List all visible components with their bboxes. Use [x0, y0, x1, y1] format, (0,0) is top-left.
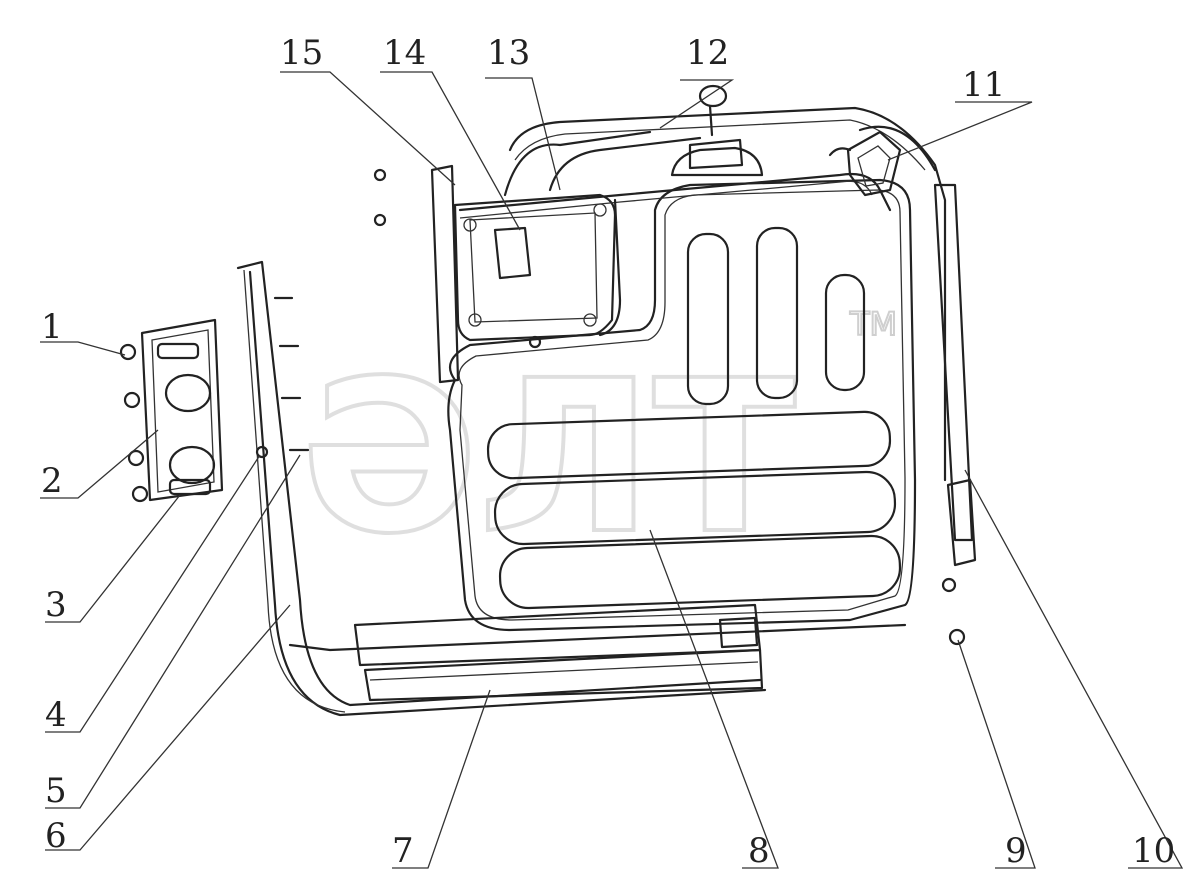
callout-6: 6 — [45, 816, 67, 856]
leader-lines — [40, 71, 1184, 869]
callout-11: 11 — [962, 65, 1005, 105]
callout-13: 13 — [487, 33, 530, 73]
nut-9 — [941, 577, 957, 593]
callout-1: 1 — [41, 307, 63, 347]
callout-labels: 1 2 3 4 5 6 7 8 9 10 11 12 13 14 15 — [41, 33, 1175, 871]
bolt — [528, 335, 542, 349]
watermark-tm: TM — [849, 305, 897, 343]
support-bracket — [236, 260, 907, 717]
callout-9: 9 — [1005, 831, 1027, 871]
callout-15: 15 — [280, 33, 323, 73]
pump-module — [430, 130, 892, 384]
callout-3: 3 — [45, 585, 67, 625]
callout-4: 4 — [45, 695, 67, 735]
callout-12: 12 — [686, 33, 729, 73]
fasteners — [119, 168, 966, 646]
filler-cap — [670, 84, 764, 177]
washer — [255, 445, 269, 459]
callout-7: 7 — [392, 831, 414, 871]
callout-14: 14 — [383, 33, 426, 73]
callout-8: 8 — [748, 831, 770, 871]
callout-2: 2 — [41, 461, 63, 501]
fuel-tank — [447, 106, 947, 632]
watermark: ӘЛТ TM — [298, 304, 898, 582]
nut — [131, 485, 149, 503]
nut-1 — [119, 343, 137, 361]
callout-10: 10 — [1132, 831, 1175, 871]
bolt — [373, 168, 387, 182]
bolt — [373, 213, 387, 227]
callout-5: 5 — [45, 771, 67, 811]
washer-9 — [948, 628, 966, 646]
level-sensor — [828, 130, 902, 197]
nut — [127, 449, 145, 467]
tank-strap — [858, 125, 977, 567]
nut — [123, 391, 141, 409]
mounting-plate — [140, 318, 224, 502]
